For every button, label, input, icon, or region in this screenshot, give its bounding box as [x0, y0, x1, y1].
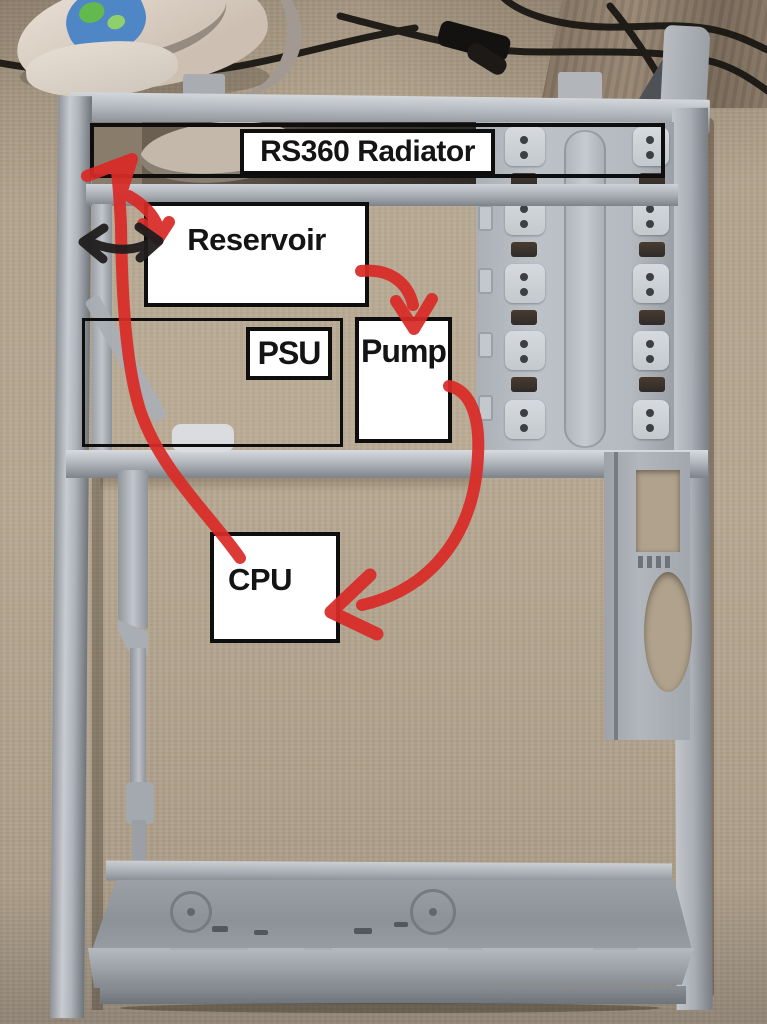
- screw-hole: [520, 136, 528, 144]
- screw-hole: [646, 288, 654, 296]
- vent-slot: [354, 928, 372, 934]
- reservoir-label: Reservoir: [144, 202, 369, 307]
- inner-left-rail: [118, 470, 148, 628]
- cage-edge-tab: [478, 205, 493, 231]
- rail-tab: [448, 948, 482, 950]
- screw-hole: [646, 424, 654, 432]
- flow-arrow-radiator-to-reservoir: [123, 190, 163, 231]
- flow-arrow-cpu-to-radiator: [111, 166, 246, 564]
- drive-bay-plate: [633, 331, 669, 370]
- radiator-zone-outline: [90, 123, 665, 178]
- screw-hole: [520, 151, 528, 159]
- power-cable: [500, 0, 767, 54]
- cage-slot: [639, 377, 665, 392]
- screw-hole: [646, 273, 654, 281]
- rail-tab: [170, 948, 248, 950]
- rear-panel: [604, 452, 692, 740]
- cage-edge-tab: [478, 395, 493, 421]
- screw-hole: [520, 273, 528, 281]
- drive-bay-plate: [505, 127, 545, 166]
- cage-slot: [511, 242, 537, 257]
- screw-hole: [520, 220, 528, 228]
- black-tubing-arrow: [78, 222, 164, 264]
- screw-hole: [646, 205, 654, 213]
- inner-left-rail: [130, 648, 146, 786]
- cage-edge-tab: [478, 332, 493, 358]
- drive-bay-plate: [505, 331, 545, 370]
- screw-hole: [187, 908, 195, 916]
- screw-hole: [520, 205, 528, 213]
- rail-tab: [593, 948, 637, 950]
- drive-bay-plate: [505, 264, 545, 303]
- screw-hole: [646, 220, 654, 228]
- panel-vents: [638, 556, 674, 568]
- divider-shadow: [100, 478, 480, 492]
- screw-hole: [646, 355, 654, 363]
- screw-hole: [520, 409, 528, 417]
- flow-arrowhead-at-cpu: [324, 568, 384, 641]
- panel-edge: [614, 452, 618, 740]
- metal-tab: [183, 74, 225, 96]
- panel-cutout: [636, 470, 680, 552]
- cage-edge-tab: [478, 268, 493, 294]
- tubing-arrow-line: [87, 237, 157, 254]
- rail-shadow: [92, 130, 103, 1010]
- tray-shadow: [120, 1003, 660, 1013]
- flow-arrow-pump-to-cpu: [356, 380, 485, 611]
- screw-hole: [646, 136, 654, 144]
- cage-slot: [639, 310, 665, 325]
- screw-hole: [646, 340, 654, 348]
- screw-hole: [646, 409, 654, 417]
- power-cable: [336, 12, 767, 95]
- drive-bay-plate: [505, 400, 545, 439]
- screw-hole: [520, 355, 528, 363]
- cage-slot: [511, 310, 537, 325]
- panel-oval-cutout: [644, 572, 692, 692]
- psu-label: PSU: [246, 327, 332, 380]
- tray-front-lip: [100, 986, 686, 1004]
- screw-hole: [646, 151, 654, 159]
- red-flow-arrows: [81, 153, 485, 641]
- divider-tab: [172, 424, 234, 452]
- cpu-label-text: CPU: [228, 562, 292, 597]
- rail-foot: [126, 782, 154, 824]
- vent-slot: [394, 922, 408, 927]
- tubing-arrowhead-left: [78, 223, 109, 264]
- cage-slot: [511, 377, 537, 392]
- drive-bay-plate: [633, 264, 669, 303]
- flow-arrowhead-at-pump: [390, 293, 438, 335]
- cage-emboss-channel: [564, 130, 606, 448]
- vent-slot: [254, 930, 268, 935]
- screw-hole: [520, 288, 528, 296]
- case-cross-rail: [86, 184, 678, 206]
- flow-arrow-reservoir-to-pump: [355, 264, 419, 311]
- screw-hole: [520, 424, 528, 432]
- screw-hole: [520, 340, 528, 348]
- rail-tab: [304, 948, 332, 950]
- tray-front-rail: [88, 948, 694, 988]
- metal-clip: [558, 72, 602, 100]
- flow-arrowhead-at-radiator: [81, 153, 138, 203]
- radiator-label: RS360 Radiator: [240, 129, 495, 175]
- psu-label-text: PSU: [257, 335, 322, 371]
- drive-bay-plate: [633, 400, 669, 439]
- psu-zone-outline: [82, 318, 343, 447]
- screw-hole: [429, 908, 437, 916]
- fan-mount-ring: [410, 889, 456, 935]
- cage-slot: [639, 242, 665, 257]
- radiator-label-text: RS360 Radiator: [260, 135, 475, 168]
- vent-slot: [212, 926, 228, 932]
- case-bottom-tray: [92, 880, 692, 950]
- reservoir-label-text: Reservoir: [187, 222, 326, 257]
- wood-board: [540, 0, 767, 108]
- tubing-arrowhead-right: [134, 222, 164, 263]
- pump-label-text: Pump: [361, 333, 447, 369]
- fan-mount-ring: [170, 891, 212, 933]
